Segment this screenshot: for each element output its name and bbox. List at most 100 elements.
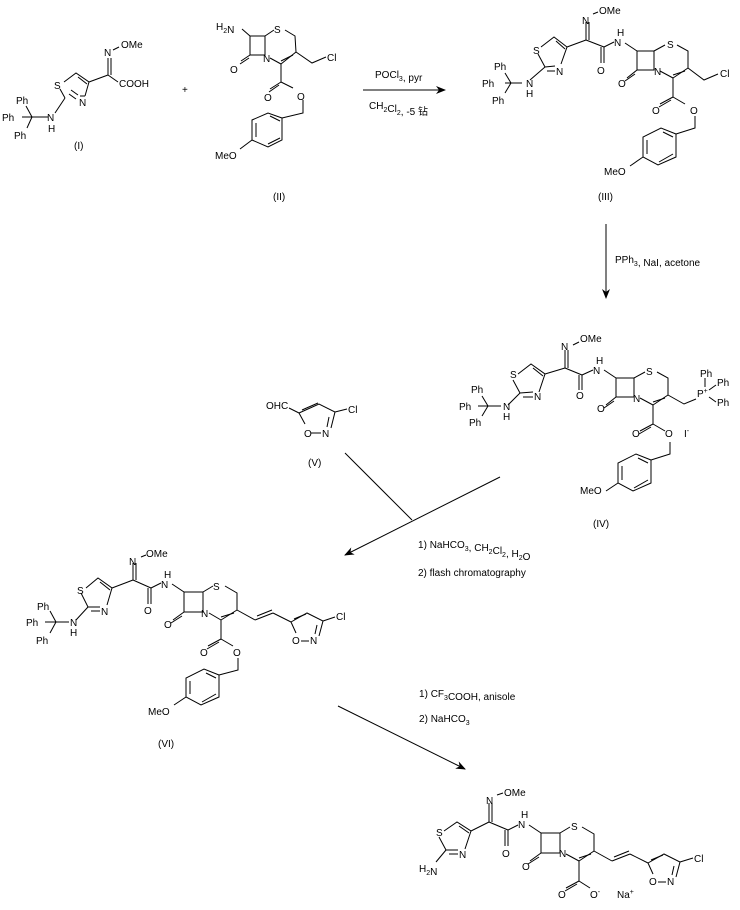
atom-label: Ph — [459, 402, 471, 413]
bond — [150, 582, 162, 589]
bond — [111, 579, 134, 589]
atom-label: N — [322, 429, 329, 440]
atom-label: O — [297, 92, 305, 103]
atom-label: O — [144, 606, 152, 617]
bond — [470, 821, 490, 832]
compound-label: (V) — [308, 458, 321, 469]
condition-label: CH2Cl2, -5 钻 — [369, 101, 428, 118]
atom-label: S — [510, 370, 517, 381]
atom-label: O — [690, 106, 698, 117]
bond — [613, 850, 630, 858]
bond — [676, 44, 689, 68]
atom-label: OMe — [504, 788, 526, 799]
bond — [603, 369, 617, 379]
bond — [290, 612, 324, 637]
bond — [578, 853, 592, 859]
bond — [443, 821, 472, 850]
bond — [322, 616, 336, 622]
compound-ii: H2N S N O revealCl O O MeO (II) — [215, 22, 336, 203]
bond — [206, 641, 220, 650]
bond — [481, 395, 489, 407]
bond — [565, 853, 580, 862]
bond — [708, 396, 717, 403]
atom-label: S — [667, 40, 674, 51]
bond — [581, 826, 595, 851]
bond — [290, 621, 297, 634]
atom-label: O — [597, 66, 605, 77]
atom-label: Ph — [26, 618, 38, 629]
bond — [496, 792, 504, 796]
compound-iii: OMe N H N S N O S N O Cl O O MeO N H Ph … — [482, 6, 729, 203]
bond — [540, 36, 568, 65]
bond — [202, 585, 214, 593]
bond — [658, 153, 674, 163]
bond — [544, 367, 566, 375]
bond — [241, 28, 251, 37]
bond — [633, 371, 646, 379]
counterion-label: I- — [684, 428, 690, 440]
atom-label: H — [70, 628, 77, 639]
atom-label: COOH — [119, 79, 149, 90]
bond — [650, 442, 671, 461]
atom-label: O — [618, 79, 626, 90]
atom-label: Ph — [14, 131, 26, 142]
bond — [281, 100, 304, 119]
atom-label: O — [230, 65, 238, 76]
bond — [647, 853, 681, 878]
atom-label: MeO — [215, 151, 237, 162]
atom-label: Ph — [482, 79, 494, 90]
bond — [564, 883, 578, 892]
bond — [272, 612, 292, 623]
atom-label: MeO — [604, 167, 626, 178]
atom-label: Ph — [717, 378, 729, 389]
bond — [672, 96, 686, 105]
compound-product: OMe N H N S N H2N O S N O O N Cl O O- Na… — [419, 788, 703, 901]
atom-label: N — [161, 580, 168, 591]
atom-label: N — [310, 636, 317, 647]
reagent-label: 2) NaHCO3 — [419, 714, 470, 727]
bond — [99, 581, 111, 591]
atom-label: O — [264, 93, 272, 104]
bond — [26, 116, 33, 129]
bond — [280, 81, 294, 89]
bond — [559, 826, 571, 834]
bond — [603, 400, 615, 409]
bond — [458, 825, 470, 834]
bond — [540, 832, 561, 854]
atom-label: N — [459, 850, 466, 861]
bond — [236, 609, 256, 621]
atom-label: Cl — [327, 53, 336, 64]
bond — [54, 97, 66, 114]
atom-label: N — [534, 392, 541, 403]
bond — [314, 624, 318, 635]
bond — [605, 396, 617, 406]
bond — [249, 35, 266, 56]
bond — [112, 46, 120, 51]
atom-label: O — [597, 404, 605, 415]
compound-label: (III) — [598, 192, 613, 203]
bond — [68, 93, 77, 100]
atom-label: Ph — [36, 636, 48, 647]
atom-label: N — [79, 98, 86, 109]
bond — [77, 76, 88, 85]
bond — [659, 70, 674, 79]
bond — [671, 865, 675, 876]
atom-label: S — [274, 25, 281, 36]
reagent-label: PPh3, NaI, acetone — [615, 255, 701, 269]
bond — [637, 457, 649, 464]
bond — [708, 384, 717, 391]
reagent-label: 1) CF3COOH, anisole — [419, 689, 516, 703]
bond — [652, 423, 666, 432]
bond — [59, 88, 66, 99]
bond — [326, 416, 330, 428]
bond — [295, 51, 327, 64]
atom-label: N — [486, 796, 493, 807]
compound-v: OHC O N Cl (V) — [266, 401, 357, 469]
bond — [269, 115, 281, 122]
atom-label: S — [77, 586, 84, 597]
bond — [529, 66, 546, 81]
bond — [269, 57, 282, 65]
reagent-label: 2) flash chromatography — [418, 568, 526, 579]
atom-label: S — [213, 582, 220, 593]
atom-label: OMe — [580, 334, 602, 345]
